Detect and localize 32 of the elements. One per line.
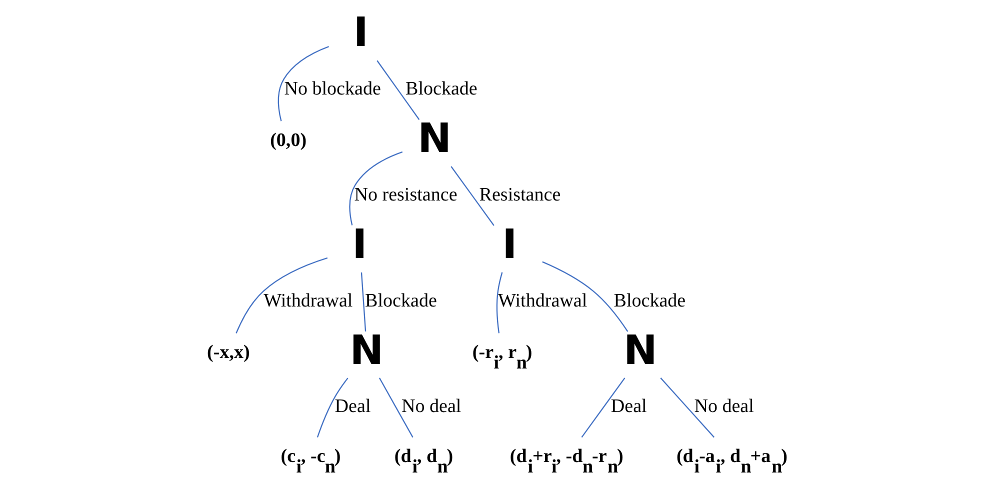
node-text: I [352,219,367,268]
edge-label: Deal [334,396,370,417]
connector [496,272,502,333]
connector [580,377,625,438]
connector [378,377,413,438]
connector [376,60,420,120]
node-text: N [349,325,384,374]
connector [277,46,328,121]
node-text: I [352,8,368,56]
edge-label: Withdrawal [263,290,352,311]
connector [542,260,628,332]
edge-label: Blockade [405,78,477,99]
edge-label: Resistance [478,184,560,205]
edge-label: No deal [694,396,754,417]
edge-label: Deal [610,396,646,417]
connector [660,377,714,438]
connector [316,377,348,437]
edge-label: Withdrawal [498,290,587,311]
edge-label: No resistance [354,184,457,205]
connector [450,166,494,226]
node-text: N [417,114,452,162]
node-text: (0,0) [270,130,306,151]
connector [235,256,328,333]
node-text: I [502,219,517,268]
edge-label: Blockade [364,290,436,311]
node-text: (-x,x) [206,342,250,363]
edge-label: No blockade [284,78,380,99]
edge-label: No deal [400,396,461,417]
edge-label: Blockade [613,290,686,311]
node-text: N [623,325,657,374]
connector [360,272,366,331]
connector [348,150,402,225]
